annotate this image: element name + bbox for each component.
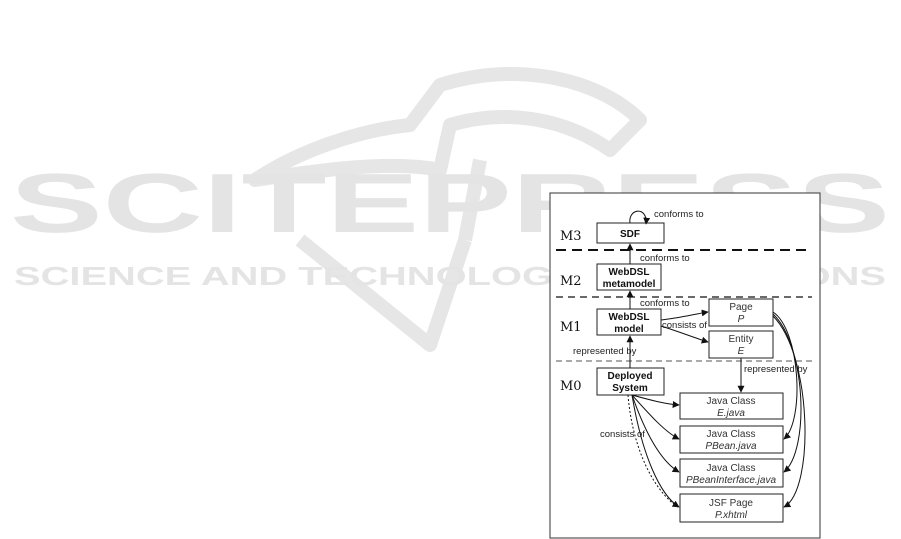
box-page-line2: P	[738, 314, 745, 325]
level-m3-label: M3	[560, 229, 582, 244]
label-conforms-to-model: conforms to	[640, 298, 690, 309]
box-metamodel-line1: WebDSL	[609, 267, 650, 278]
label-consists-of-deployed: consists of	[600, 429, 645, 440]
box-sdf: SDF	[596, 222, 665, 244]
edge-deployed-consists-pbeaninterface	[631, 394, 680, 473]
box-entity-line2: E	[738, 346, 745, 357]
label-conforms-to-sdf: conforms to	[654, 209, 704, 220]
edge-deployed-consists-dotted	[627, 394, 680, 509]
edge-page-to-pbean	[772, 311, 798, 440]
box-pbeaninterface-line1: Java Class	[707, 463, 756, 474]
box-page: Page P	[708, 298, 774, 327]
label-represented-by-model: represented by	[573, 346, 637, 357]
box-pbean-line2: PBean.java	[705, 441, 757, 452]
level-m2-label: M2	[560, 274, 582, 289]
box-entity-line1: Entity	[728, 334, 753, 345]
label-consists-of-model: consists of	[662, 320, 707, 331]
box-metamodel-line2: metamodel	[603, 279, 656, 290]
box-webdsl-model: WebDSL model	[596, 308, 662, 336]
edge-page-to-jsf	[772, 315, 806, 508]
box-jsf-line1: JSF Page	[709, 498, 753, 509]
box-model-line1: WebDSL	[609, 312, 650, 323]
box-ejava-line1: Java Class	[707, 396, 756, 407]
box-webdsl-metamodel: WebDSL metamodel	[596, 263, 662, 291]
box-deployed-line1: Deployed	[607, 371, 652, 382]
box-sdf-label: SDF	[620, 229, 640, 240]
edge-model-consists-page	[660, 309, 709, 321]
box-pbean-line1: Java Class	[707, 429, 756, 440]
box-ejava-line2: E.java	[717, 408, 745, 419]
box-jsf-line2: P.xhtml	[715, 510, 748, 521]
label-conforms-to-metamodel: conforms to	[640, 253, 690, 264]
edge-model-consists-entity	[660, 325, 709, 344]
watermark-book-icon	[248, 67, 647, 352]
box-entity: Entity E	[708, 330, 774, 359]
box-pbeaninterface: Java Class PBeanInterface.java	[679, 458, 784, 488]
edge-deployed-consists-ejava	[631, 394, 680, 409]
box-ejava: Java Class E.java	[679, 392, 784, 420]
box-model-line2: model	[614, 324, 644, 335]
edge-page-to-pbeaninterface	[772, 313, 802, 473]
edge-sdf-self-conforms	[629, 210, 651, 225]
box-pbean: Java Class PBean.java	[679, 425, 784, 454]
level-m0-label: M0	[560, 379, 582, 394]
box-page-line1: Page	[729, 302, 753, 313]
level-m1-label: M1	[560, 320, 582, 335]
label-represented-by-entity: represented by	[744, 364, 808, 375]
box-pbeaninterface-line2: PBeanInterface.java	[686, 475, 776, 486]
box-deployed-system: Deployed System	[596, 367, 665, 396]
edge-deployed-consists-jsf	[631, 394, 680, 508]
box-jsf-page: JSF Page P.xhtml	[679, 493, 784, 523]
edge-deployed-consists-pbean	[631, 394, 680, 440]
box-deployed-line2: System	[612, 383, 648, 394]
